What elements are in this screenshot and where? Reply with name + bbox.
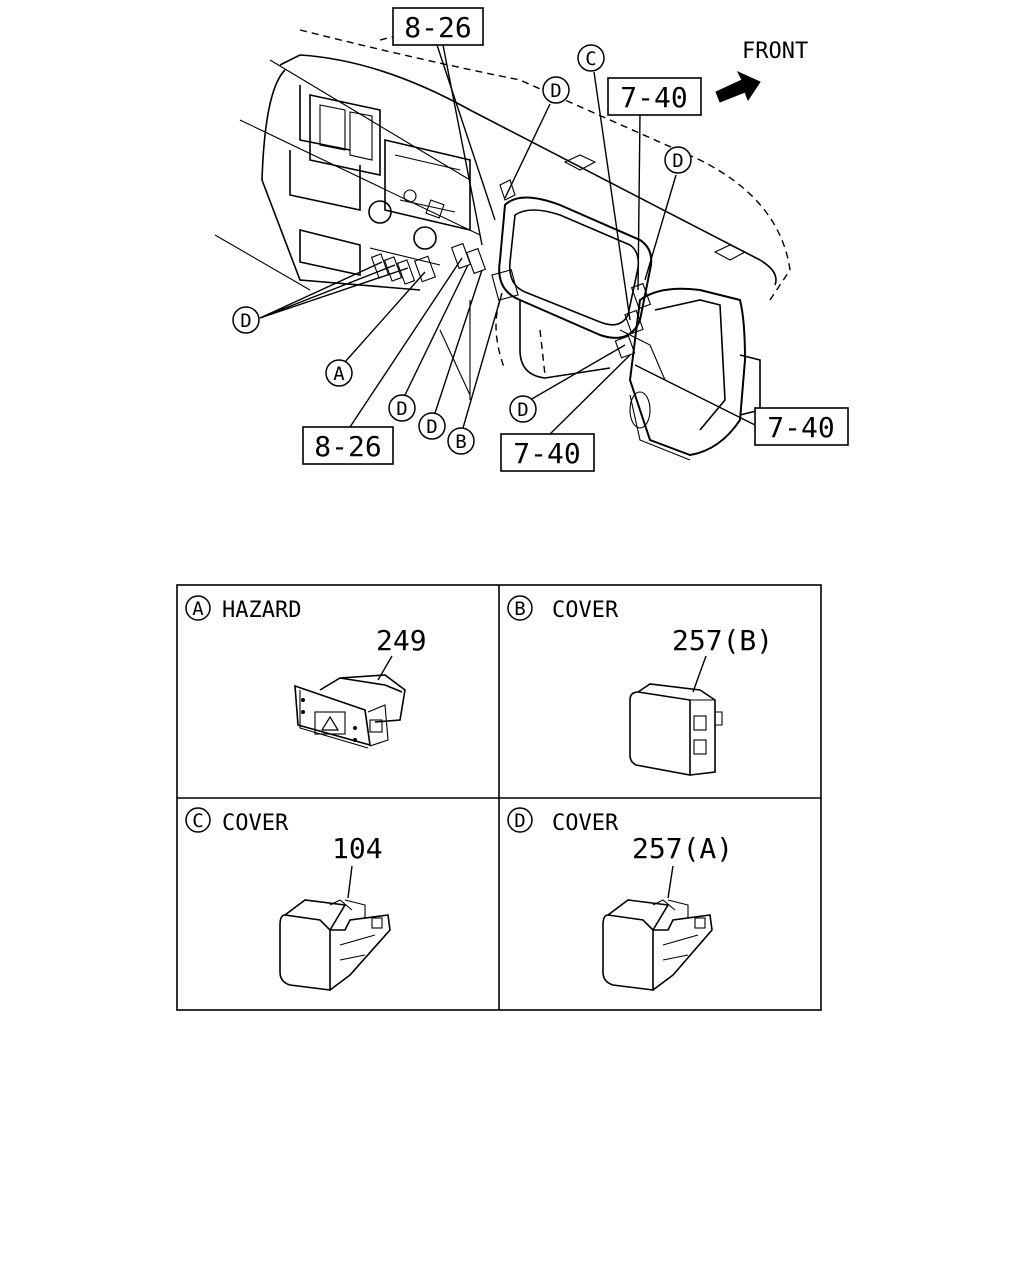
leader-lines xyxy=(259,44,756,437)
callout-bottom-d: D xyxy=(509,395,537,423)
callout-a: A xyxy=(325,359,353,387)
svg-text:COVER: COVER xyxy=(552,811,619,836)
legend-cell-cover-c: C COVER 104 xyxy=(185,807,391,991)
svg-text:104: 104 xyxy=(332,832,383,865)
svg-text:7-40: 7-40 xyxy=(513,437,580,470)
svg-text:257(A): 257(A) xyxy=(632,832,733,865)
callout-mid-d-2: D xyxy=(418,412,446,440)
svg-text:D: D xyxy=(517,399,528,421)
svg-text:A: A xyxy=(333,363,345,385)
svg-text:D: D xyxy=(396,398,407,420)
legend-cell-hazard: A HAZARD 249 xyxy=(185,595,427,749)
svg-text:B: B xyxy=(455,431,466,453)
dashboard-illustration xyxy=(214,29,791,461)
cover-b-icon xyxy=(629,683,723,776)
callout-mid-d-1: D xyxy=(388,394,416,422)
svg-text:COVER: COVER xyxy=(552,598,619,623)
svg-text:D: D xyxy=(426,416,437,438)
ref-box-bottom-7-40: 7-40 xyxy=(500,433,595,472)
callout-b: B xyxy=(447,427,475,455)
svg-text:D: D xyxy=(672,150,683,172)
svg-text:D: D xyxy=(514,810,525,832)
svg-text:7-40: 7-40 xyxy=(767,411,834,444)
svg-text:C: C xyxy=(585,48,596,70)
svg-text:257(B): 257(B) xyxy=(672,624,773,657)
front-indicator: FRONT xyxy=(715,39,808,103)
svg-text:C: C xyxy=(192,810,203,832)
callout-c: C xyxy=(577,44,605,72)
front-arrow-icon xyxy=(715,70,761,103)
svg-text:D: D xyxy=(240,310,251,332)
cover-d-icon xyxy=(602,899,713,991)
callout-left-d: D xyxy=(232,306,260,334)
cover-c-icon xyxy=(279,899,391,991)
hazard-switch-icon xyxy=(294,674,406,749)
svg-text:B: B xyxy=(514,598,525,620)
legend-cell-cover-b: B COVER 257(B) xyxy=(507,595,773,776)
legend-cell-cover-d: D COVER 257(A) xyxy=(507,807,733,991)
svg-text:7-40: 7-40 xyxy=(620,81,687,114)
svg-text:D: D xyxy=(550,80,561,102)
svg-text:HAZARD: HAZARD xyxy=(222,598,301,623)
callout-right-d: D xyxy=(664,146,692,174)
front-label: FRONT xyxy=(742,39,808,64)
svg-text:8-26: 8-26 xyxy=(404,11,471,44)
svg-text:8-26: 8-26 xyxy=(314,430,381,463)
ref-box-top-8-26: 8-26 xyxy=(392,7,484,46)
svg-text:COVER: COVER xyxy=(222,811,289,836)
ref-box-right-7-40: 7-40 xyxy=(754,407,849,446)
svg-text:A: A xyxy=(192,598,204,620)
ref-box-bottom-8-26: 8-26 xyxy=(302,426,394,465)
svg-text:249: 249 xyxy=(376,624,427,657)
legend-table: A HAZARD 249 B COVER xyxy=(176,584,822,1011)
callout-top-d: D xyxy=(542,76,570,104)
ref-box-top-7-40: 7-40 xyxy=(607,77,702,116)
